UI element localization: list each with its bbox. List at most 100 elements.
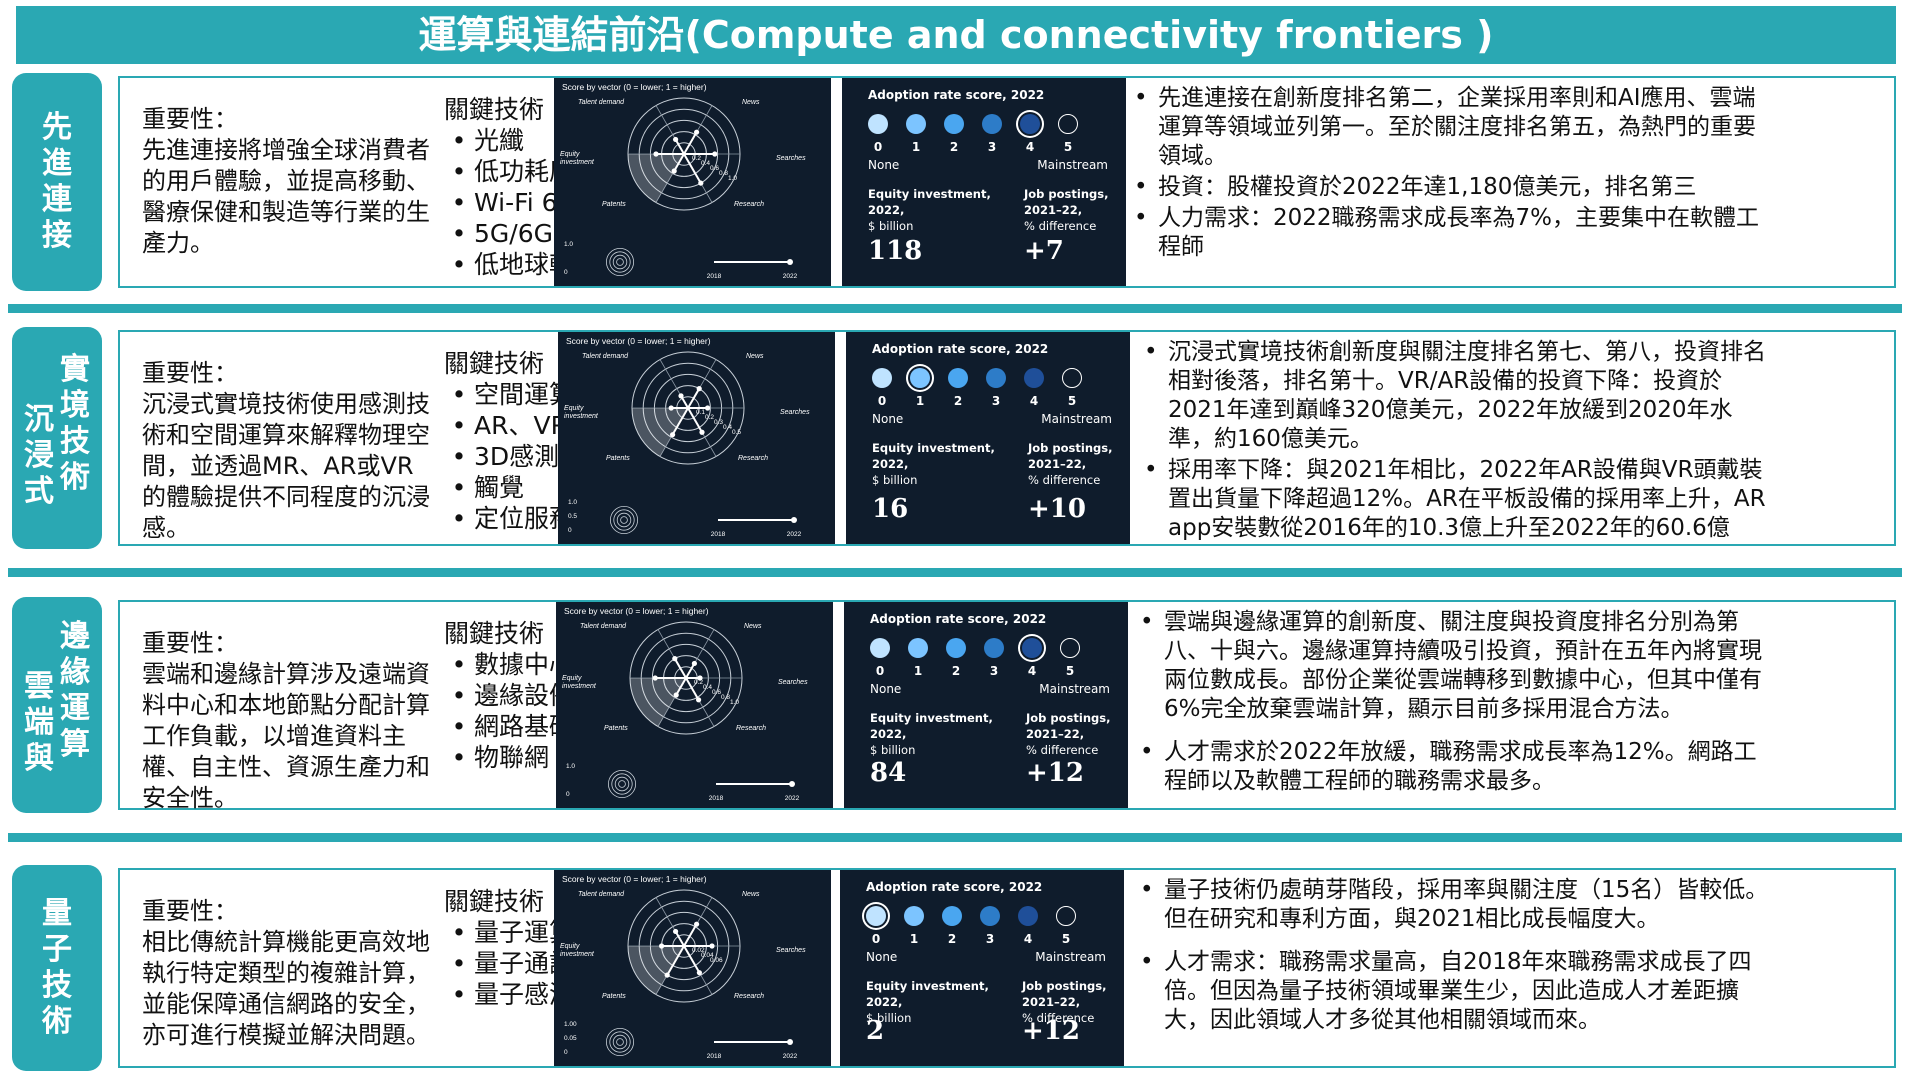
radar-value-dot <box>709 943 715 949</box>
label-char: 雲 <box>24 669 54 704</box>
radar-value-spoke <box>683 923 698 947</box>
importance-text: 相比傳統計算機能更高效地執行特定類型的複雜計算，並能保障通信網路的安全，亦可進行… <box>142 928 430 1049</box>
adoption-dot <box>872 368 892 388</box>
equity-value: 16 <box>872 494 909 524</box>
importance-text: 先進連接將增強全球消費者的用戶體驗，並提高移動、醫療保健和製造等行業的生產力。 <box>142 136 430 257</box>
label-char: 接 <box>42 218 72 253</box>
notes-block: 雲端與邊緣運算的創新度、關注度與投資度排名分別為第八、十與六。邊緣運算持續吸引投… <box>1132 608 1768 796</box>
label-char: 算 <box>60 727 90 762</box>
adoption-none-label: None <box>866 950 898 964</box>
adoption-scale-number: 4 <box>1025 140 1035 154</box>
section-label: 雲端與邊緣運算 <box>12 597 102 813</box>
adoption-mainstream-label: Mainstream <box>1037 158 1108 172</box>
label-char: 與 <box>24 741 54 776</box>
radar-axis-news: News <box>742 891 760 898</box>
adoption-dot <box>908 638 928 658</box>
adoption-dot <box>948 368 968 388</box>
equity-caption-line: $ billion <box>866 1011 912 1025</box>
adoption-mainstream-label: Mainstream <box>1035 950 1106 964</box>
mini-axis-label: 0 <box>564 269 568 276</box>
radar-value-dot <box>694 129 700 135</box>
radar-highlight-sector <box>628 946 684 995</box>
radar-ring-label: 0.02 <box>692 947 705 954</box>
radar-value-dot <box>705 405 711 411</box>
radar-value-spoke <box>683 153 702 184</box>
adoption-heading: Adoption rate score, 2022 <box>866 880 1043 894</box>
jobs-value: +7 <box>1024 236 1064 266</box>
adoption-heading: Adoption rate score, 2022 <box>868 88 1045 102</box>
adoption-scale-number: 2 <box>953 394 963 408</box>
mini-axis-label: 1.0 <box>564 241 573 248</box>
label-char: 運 <box>60 691 90 726</box>
importance-block: 重要性：沉浸式實境技術使用感測技術和空間運算來解釋物理空間，並透過MR、AR或V… <box>142 358 432 544</box>
key-tech-item: 定位服務 <box>444 503 664 534</box>
radar-ring-label: 0.2 <box>705 414 714 421</box>
adoption-none-label: None <box>872 412 904 426</box>
adoption-scale-number: 0 <box>873 140 883 154</box>
adoption-dot <box>944 114 964 134</box>
radar-axis-searches: Searches <box>776 155 806 162</box>
jobs-caption: Job postings,2021–22,% difference <box>1028 440 1112 488</box>
mini-radar-ring <box>614 776 630 792</box>
radar-ring-label: 0.5 <box>732 429 741 436</box>
jobs-caption: Job postings,2021–22,% difference <box>1022 978 1106 1026</box>
adoption-dot-selected <box>1020 114 1040 134</box>
radar-value-dot <box>673 928 679 935</box>
notes-list: 量子技術仍處萌芽階段，採用率與關注度（15名）皆較低。但在研究和專利方面，與20… <box>1132 876 1772 1035</box>
importance-text: 雲端和邊緣計算涉及遠端資料中心和本地節點分配計算工作負載，以增進資料主權、自主性… <box>142 660 430 812</box>
radar-chart: Score by vector (0 = lower; 1 = higher)T… <box>558 332 835 544</box>
jobs-value: +10 <box>1028 494 1086 524</box>
radar-ring-label: 0.1 <box>696 409 705 416</box>
radar-value-dot <box>696 386 702 392</box>
adoption-scale-number: 3 <box>989 664 999 678</box>
jobs-caption-line: % difference <box>1022 1011 1095 1025</box>
equity-caption: Equity investment,2022,$ billion <box>868 186 991 234</box>
radar-axis-news: News <box>742 99 760 106</box>
label-char: 進 <box>42 146 72 181</box>
notes-block: 沉浸式實境技術創新度與關注度排名第七、第八，投資排名相對後落，排名第十。VR/A… <box>1136 338 1768 543</box>
mini-radar-ring <box>612 1034 628 1050</box>
mini-axis-label: 0.05 <box>564 1035 577 1042</box>
note-item: 採用率下降：與2021年相比，2022年AR設備與VR頭戴裝置出貨量下降超過12… <box>1136 456 1768 543</box>
equity-value: 84 <box>870 758 907 788</box>
importance-block: 重要性：相比傳統計算機能更高效地執行特定類型的複雜計算，並能保障通信網路的安全，… <box>142 896 432 1051</box>
radar-value-dot <box>671 168 677 174</box>
radar-ring-label: 0.6 <box>710 165 719 172</box>
radar-ring-label: 0.06 <box>710 957 723 964</box>
note-item: 人力需求：2022職務需求成長率為7%，主要集中在軟體工程師 <box>1126 204 1766 262</box>
adoption-scale-number: 0 <box>877 394 887 408</box>
radar-value-spoke <box>675 677 687 696</box>
adoption-scale-number: 1 <box>911 140 921 154</box>
radar-ring-label: 0.4 <box>723 424 732 431</box>
radar-value-dot <box>659 943 665 949</box>
radar-value-spoke <box>673 153 685 172</box>
section-label-column: 沉浸式 <box>24 402 54 510</box>
jobs-caption-line: 2021–22, <box>1024 203 1083 217</box>
radar-value-dot <box>691 660 697 667</box>
label-char: 術 <box>60 460 90 495</box>
importance-title: 重要性： <box>142 629 238 657</box>
key-tech-item: 光纖 <box>444 125 664 156</box>
radar-value-dot <box>698 180 704 186</box>
adoption-scale-number: 4 <box>1027 664 1037 678</box>
radar-value-dot <box>712 151 718 157</box>
adoption-scale-number: 4 <box>1029 394 1039 408</box>
radar-value-spoke <box>673 658 687 679</box>
adoption-dot <box>904 906 924 926</box>
radar-axis-talent: Talent demand <box>578 891 625 898</box>
equity-caption-line: 2022, <box>870 727 907 741</box>
mini-radar-ring <box>612 254 628 270</box>
adoption-dot <box>870 638 890 658</box>
radar-axis-research: Research <box>738 455 768 462</box>
key-tech-item: 空間運算 <box>444 379 664 410</box>
radar-value-spoke <box>685 662 696 679</box>
adoption-dot <box>1060 638 1080 658</box>
radar-axis-equity: investment <box>560 159 595 166</box>
adoption-scale-number: 1 <box>913 664 923 678</box>
adoption-heading: Adoption rate score, 2022 <box>872 342 1049 356</box>
equity-caption-line: 2022, <box>872 457 909 471</box>
notes-list: 沉浸式實境技術創新度與關注度排名第七、第八，投資排名相對後落，排名第十。VR/A… <box>1136 338 1768 543</box>
radar-axis-news: News <box>746 353 764 360</box>
section-panel: 重要性：相比傳統計算機能更高效地執行特定類型的複雜計算，並能保障通信網路的安全，… <box>118 868 1896 1068</box>
